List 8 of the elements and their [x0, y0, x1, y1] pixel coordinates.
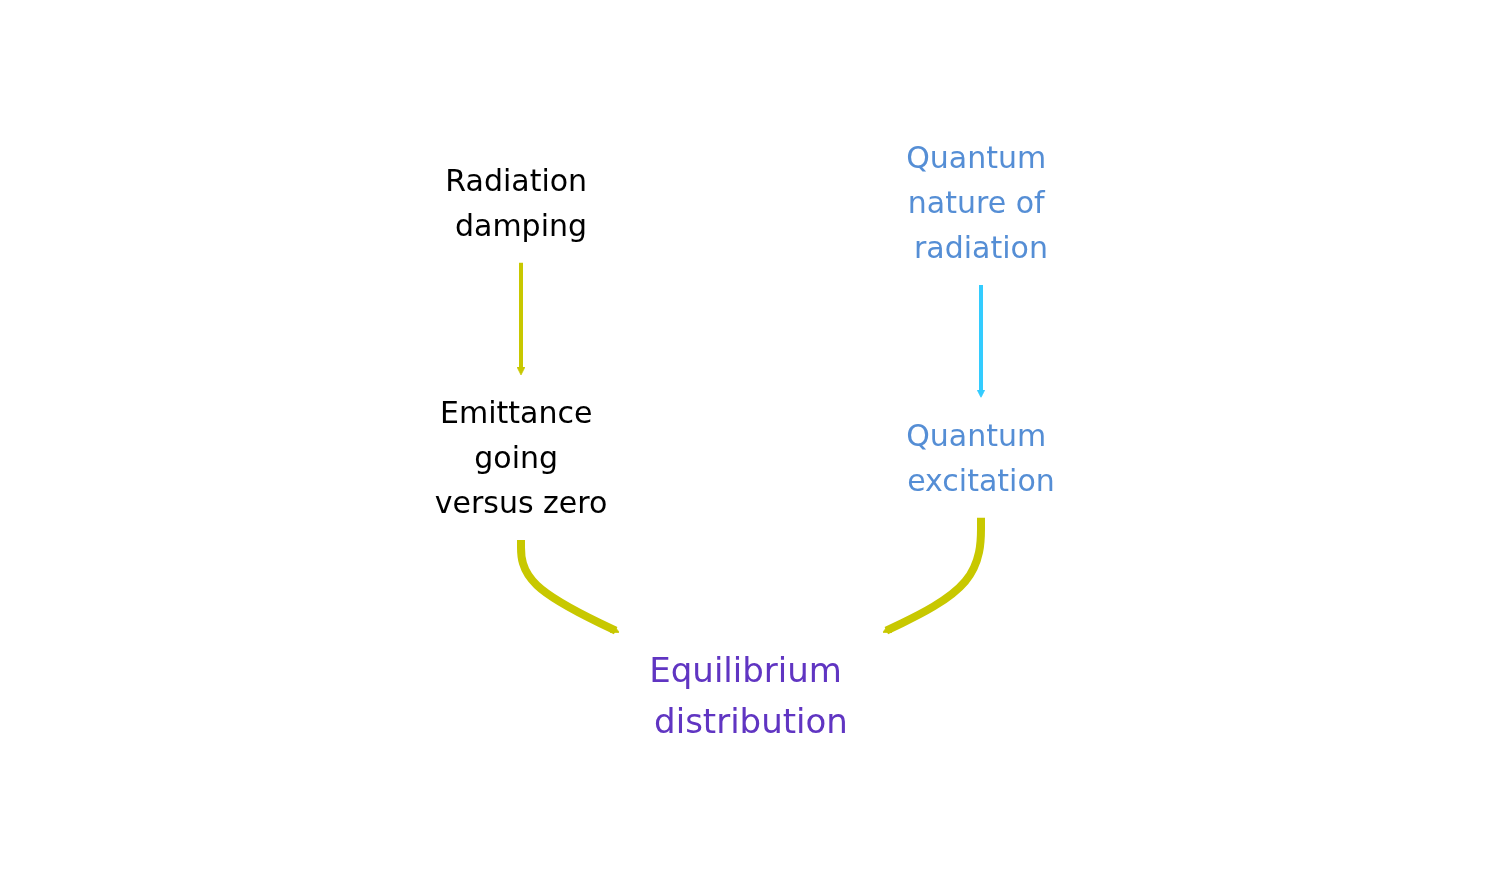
node-text: Equilibrium distribution [648, 649, 848, 741]
node-text: Quantum nature of radiation [905, 139, 1048, 265]
node-text: Quantum excitation [905, 417, 1055, 497]
node-text: Emittance going versus zero [434, 394, 607, 520]
arrow [976, 284, 985, 398]
arrow [516, 262, 525, 375]
node-text: Radiation damping [444, 162, 587, 242]
arrow [881, 517, 985, 634]
